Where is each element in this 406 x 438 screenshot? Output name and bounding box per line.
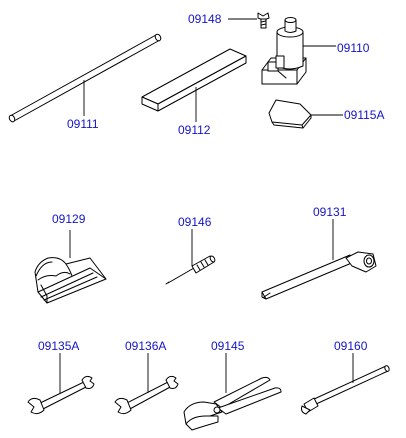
pliers-illustration [183, 376, 282, 431]
wing-bolt-illustration [257, 12, 270, 29]
part-label-09110[interactable]: 09110 [337, 41, 370, 55]
part-label-09135A[interactable]: 09135A [38, 339, 80, 353]
part-label-09115A[interactable]: 09115A [344, 108, 385, 122]
wheel-nut-wrench-illustration [261, 251, 377, 300]
part-label-09111[interactable]: 09111 [67, 117, 99, 131]
part-label-09112[interactable]: 09112 [178, 123, 211, 137]
wooden-block-illustration [141, 48, 247, 112]
bottle-jack-illustration [261, 17, 307, 85]
part-label-09160[interactable]: 09160 [334, 339, 368, 353]
part-label-09129[interactable]: 09129 [52, 212, 86, 226]
tool-bag-illustration [34, 257, 107, 304]
spanner-b-illustration [114, 375, 179, 415]
jack-handle-bar-illustration [8, 33, 162, 123]
part-label-09145[interactable]: 09145 [211, 339, 245, 353]
spanner-a-illustration [27, 375, 95, 415]
part-label-09148[interactable]: 09148 [188, 12, 222, 26]
part-label-09131[interactable]: 09131 [313, 205, 347, 219]
jack-pad-illustration [268, 99, 312, 129]
part-label-09136A[interactable]: 09136A [125, 339, 167, 353]
screwdriver-illustration [165, 255, 216, 285]
extension-bar-illustration [301, 365, 390, 415]
part-label-09146[interactable]: 09146 [178, 215, 212, 229]
